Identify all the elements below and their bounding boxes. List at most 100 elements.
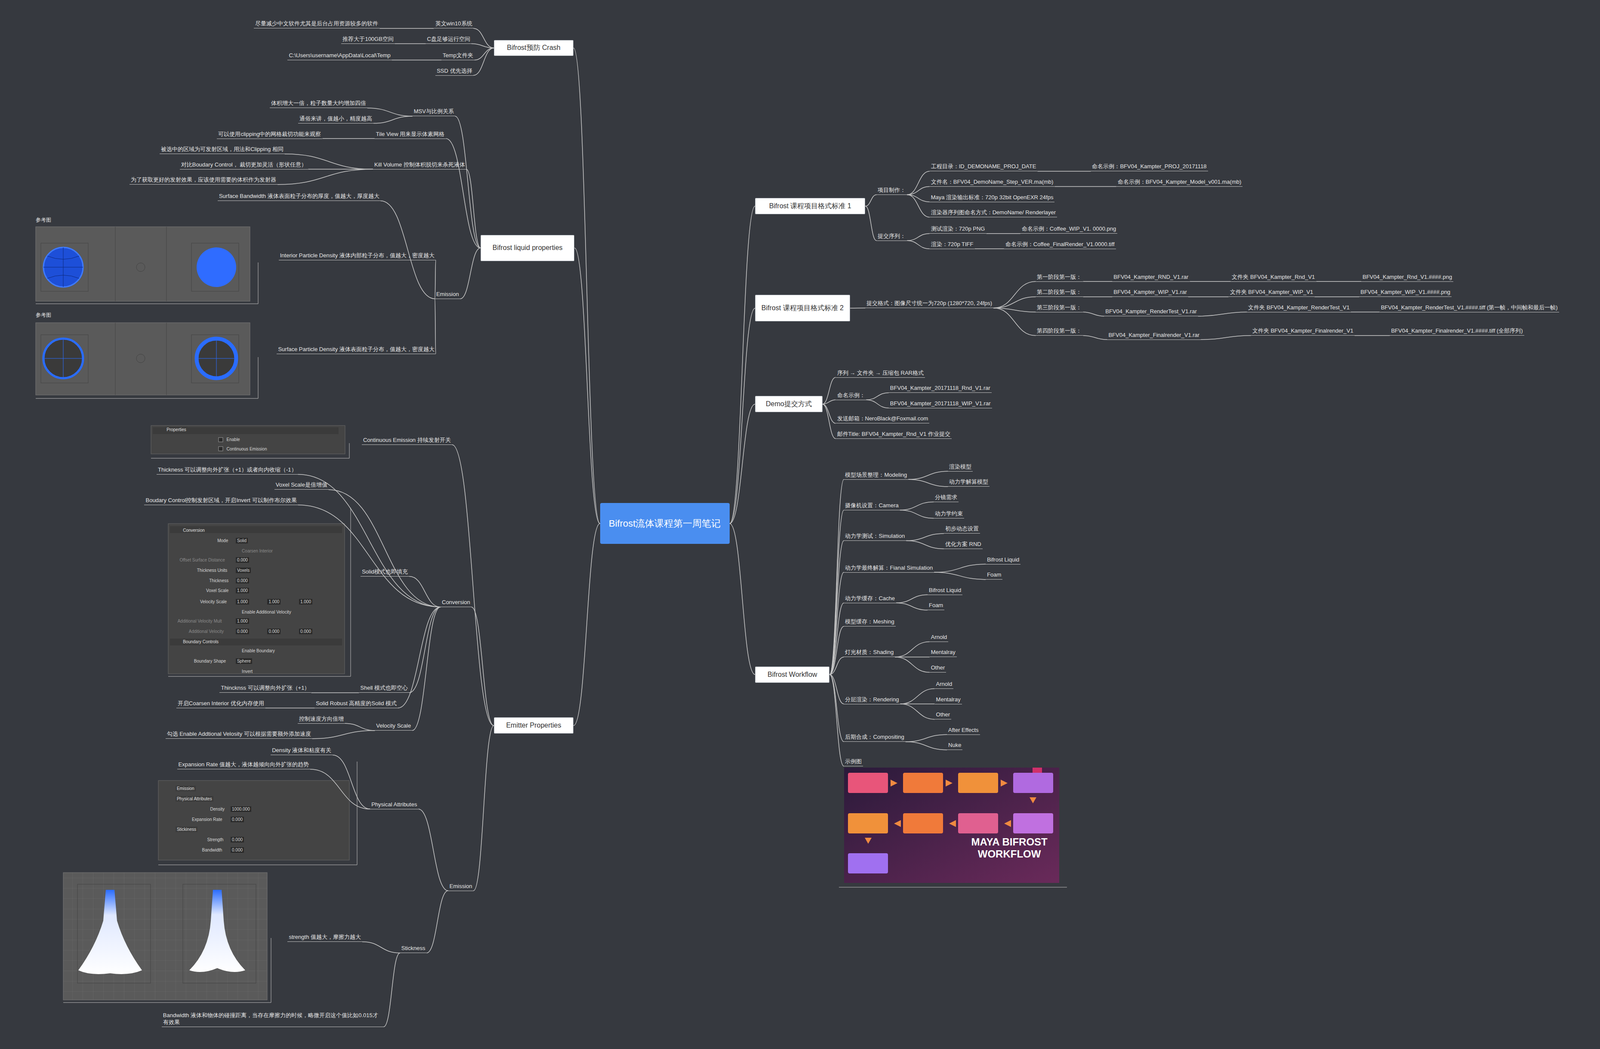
topic-label: 第三阶段第一版： [1036,304,1082,311]
topic-label: BFV04_Kampter_Rnd_V1.####.png [1362,273,1453,281]
topic-label: BFV04_Kampter_Finalrender_V1.rar [1108,331,1200,339]
topic-text: 第二阶段第一版： [1035,288,1083,297]
branch-line [1200,335,1252,340]
topic-label: BFV04_Kampter_RND_V1.rar [1113,273,1189,281]
topic-text: Expansion Rate 值越大，液体越倾向向外扩张的趋势 [177,761,311,770]
topic-label: BFV04_Kampter_RenderTest_V1.rar [1105,308,1197,315]
topic-label: Shell 模式也即空心 [360,684,409,691]
branch-line [460,247,481,299]
topic-label: BFV04_Kampter_WIP_V1.rar [1113,288,1187,296]
branch-line [906,233,930,241]
topic-label: 推荐大于100GB空间 [342,35,394,43]
branch-line [1082,335,1107,340]
branch-line [412,607,441,731]
topic-text: Density 液体和粘度有关 [270,746,333,756]
branch-line [866,392,889,401]
topic-label: Density 液体和粘度有关 [271,746,332,754]
topic-label: 初步动态设置 [945,525,979,532]
topic-label: Thincknss 可以调整向外扩张（+1） [220,684,310,691]
topic-text: 命名示例：BFV04_Kampter_PROJ_20171118 [1090,163,1208,172]
topic-label: 发送邮箱：NeroBlack@Foxmail.com [837,415,929,422]
topic-text: 可以使用clipping中的网格裁切功能来观察 [216,130,323,139]
properties-panel [151,425,350,459]
topic-text: 勾选 Enable Addtional Velosity 可以根据需要额外添加速… [165,730,313,739]
panel-text: Additional Velocity [188,628,224,635]
panel-text: Physical Attributes [175,795,214,802]
panel-text: 0.000 [235,628,250,635]
branch-line [1354,335,1391,337]
topic-label: 文件夹 BFV04_Kampter_Rnd_V1 [1231,273,1315,281]
branch-line [455,116,481,248]
branch-line [277,169,374,185]
topic-text: Maya 渲染输出标准：720p 32bit OpenEXR 24fps [929,194,1055,203]
topic-text: BFV04_Kampter_Rnd_V1.####.png [1361,273,1454,282]
topic-text: Temp文件夹 [441,52,475,61]
branch-line [865,194,877,207]
branch-line [908,479,948,487]
topic-text: Bifrost Liquid [985,556,1021,565]
topic-label: Emitter Properties [505,721,562,730]
branch-line [466,169,481,248]
topic-text: 项目制作： [876,186,907,195]
branch-line [906,240,930,249]
topic-label: 命名示例：BFV04_Kampter_Model_v001.ma(mb) [1117,178,1242,185]
topic-label: Nuke [948,741,962,749]
panel-text: 1.000 [235,598,250,605]
topic-text: MSV与比例关系 [412,107,456,117]
reference-label: 参考图 [35,217,52,223]
branch-line [900,501,934,510]
topic-label: Demo提交方式 [765,399,812,409]
stickness-image [63,872,272,1003]
topic-text: 模型场景整理：Modeling [843,471,909,480]
topic-label: Bifrost Liquid [928,586,962,594]
branch-box: Bifrost预防 Crash [493,40,574,57]
branch-box: Bifrost 课程项目格式标准 2 [755,294,851,322]
topic-label: 尽量减少中文软件尤其是后台占用资源较多的软件 [255,20,379,27]
panel-text: Enable Additional Velocity [241,609,292,615]
topic-text: 摄像机设置：Camera [843,502,900,511]
topic-label: MSV与比例关系 [413,107,454,115]
topic-text: 文件夹 BFV04_Kampter_Rnd_V1 [1230,273,1317,282]
branch-line [829,626,844,675]
topic-label: Bifrost Workflow [767,670,817,679]
panel-text: Velocity Scale [200,598,227,605]
panel-text: Enable [226,436,241,443]
topic-label: Mentalray [931,648,956,656]
branch-line [373,116,413,124]
branch-line [383,952,401,1027]
topic-label: 分镜需求 [934,493,958,501]
topic-label: 被选中的区域为可发射区域，用法和Clipping 相同 [160,145,284,153]
topic-label: Tile View 用来显示体素网格 [376,130,445,138]
panel-text: Stickiness [175,826,198,833]
panel-text: 1.000 [267,598,281,605]
branch-line [391,59,442,61]
panel-text: Coarsen Interior [241,548,273,554]
topic-label: 文件名：BFV04_DemoName_Step_VER.ma(mb) [931,178,1054,185]
panel-text: Density [210,806,225,812]
branch-line [905,734,947,742]
topic-label: Interior Particle Density 液体内部粒子分布，值越大，密… [280,252,435,259]
branch-line [900,688,935,704]
topic-text: 邮件Title: BFV04_Kampter_Rnd_V1 作业提交 [835,430,952,439]
panel-text: Additional Velocity Mult [177,618,222,624]
topic-text: BFV04_Kampter_RND_V1.rar [1112,273,1190,282]
panel-text: Strength [206,836,224,843]
branch-line [445,138,481,248]
topic-label: Physical Attributes [371,801,417,808]
topic-text: Interior Particle Density 液体内部粒子分布，值越大，密… [278,252,436,261]
panel-text: Sphere [235,658,253,664]
topic-text: 第一阶段第一版： [1035,273,1083,282]
topic-text: Bandwidth 液体和物体的碰撞距离，当存在摩擦力的时候，略微开启这个值比如… [161,1011,384,1027]
conversion-panel [168,507,351,677]
panel-text: 1.000 [235,618,250,624]
topic-label: 勾选 Enable Addtional Velosity 可以根据需要额外添加速… [166,730,312,737]
branch-line [829,674,844,742]
branch-line [900,509,934,518]
topic-label: Emission [436,290,460,298]
topic-label: Surface Bandwidth 液体表面粒子分布的厚度，值越大，厚度越大 [218,192,380,200]
panel-text: 0.000 [235,557,250,563]
branch-line [1189,280,1231,282]
branch-line [934,572,986,580]
branch-line [829,602,844,675]
topic-label: 动力学最终解算：Fianal Simulation [844,564,933,571]
